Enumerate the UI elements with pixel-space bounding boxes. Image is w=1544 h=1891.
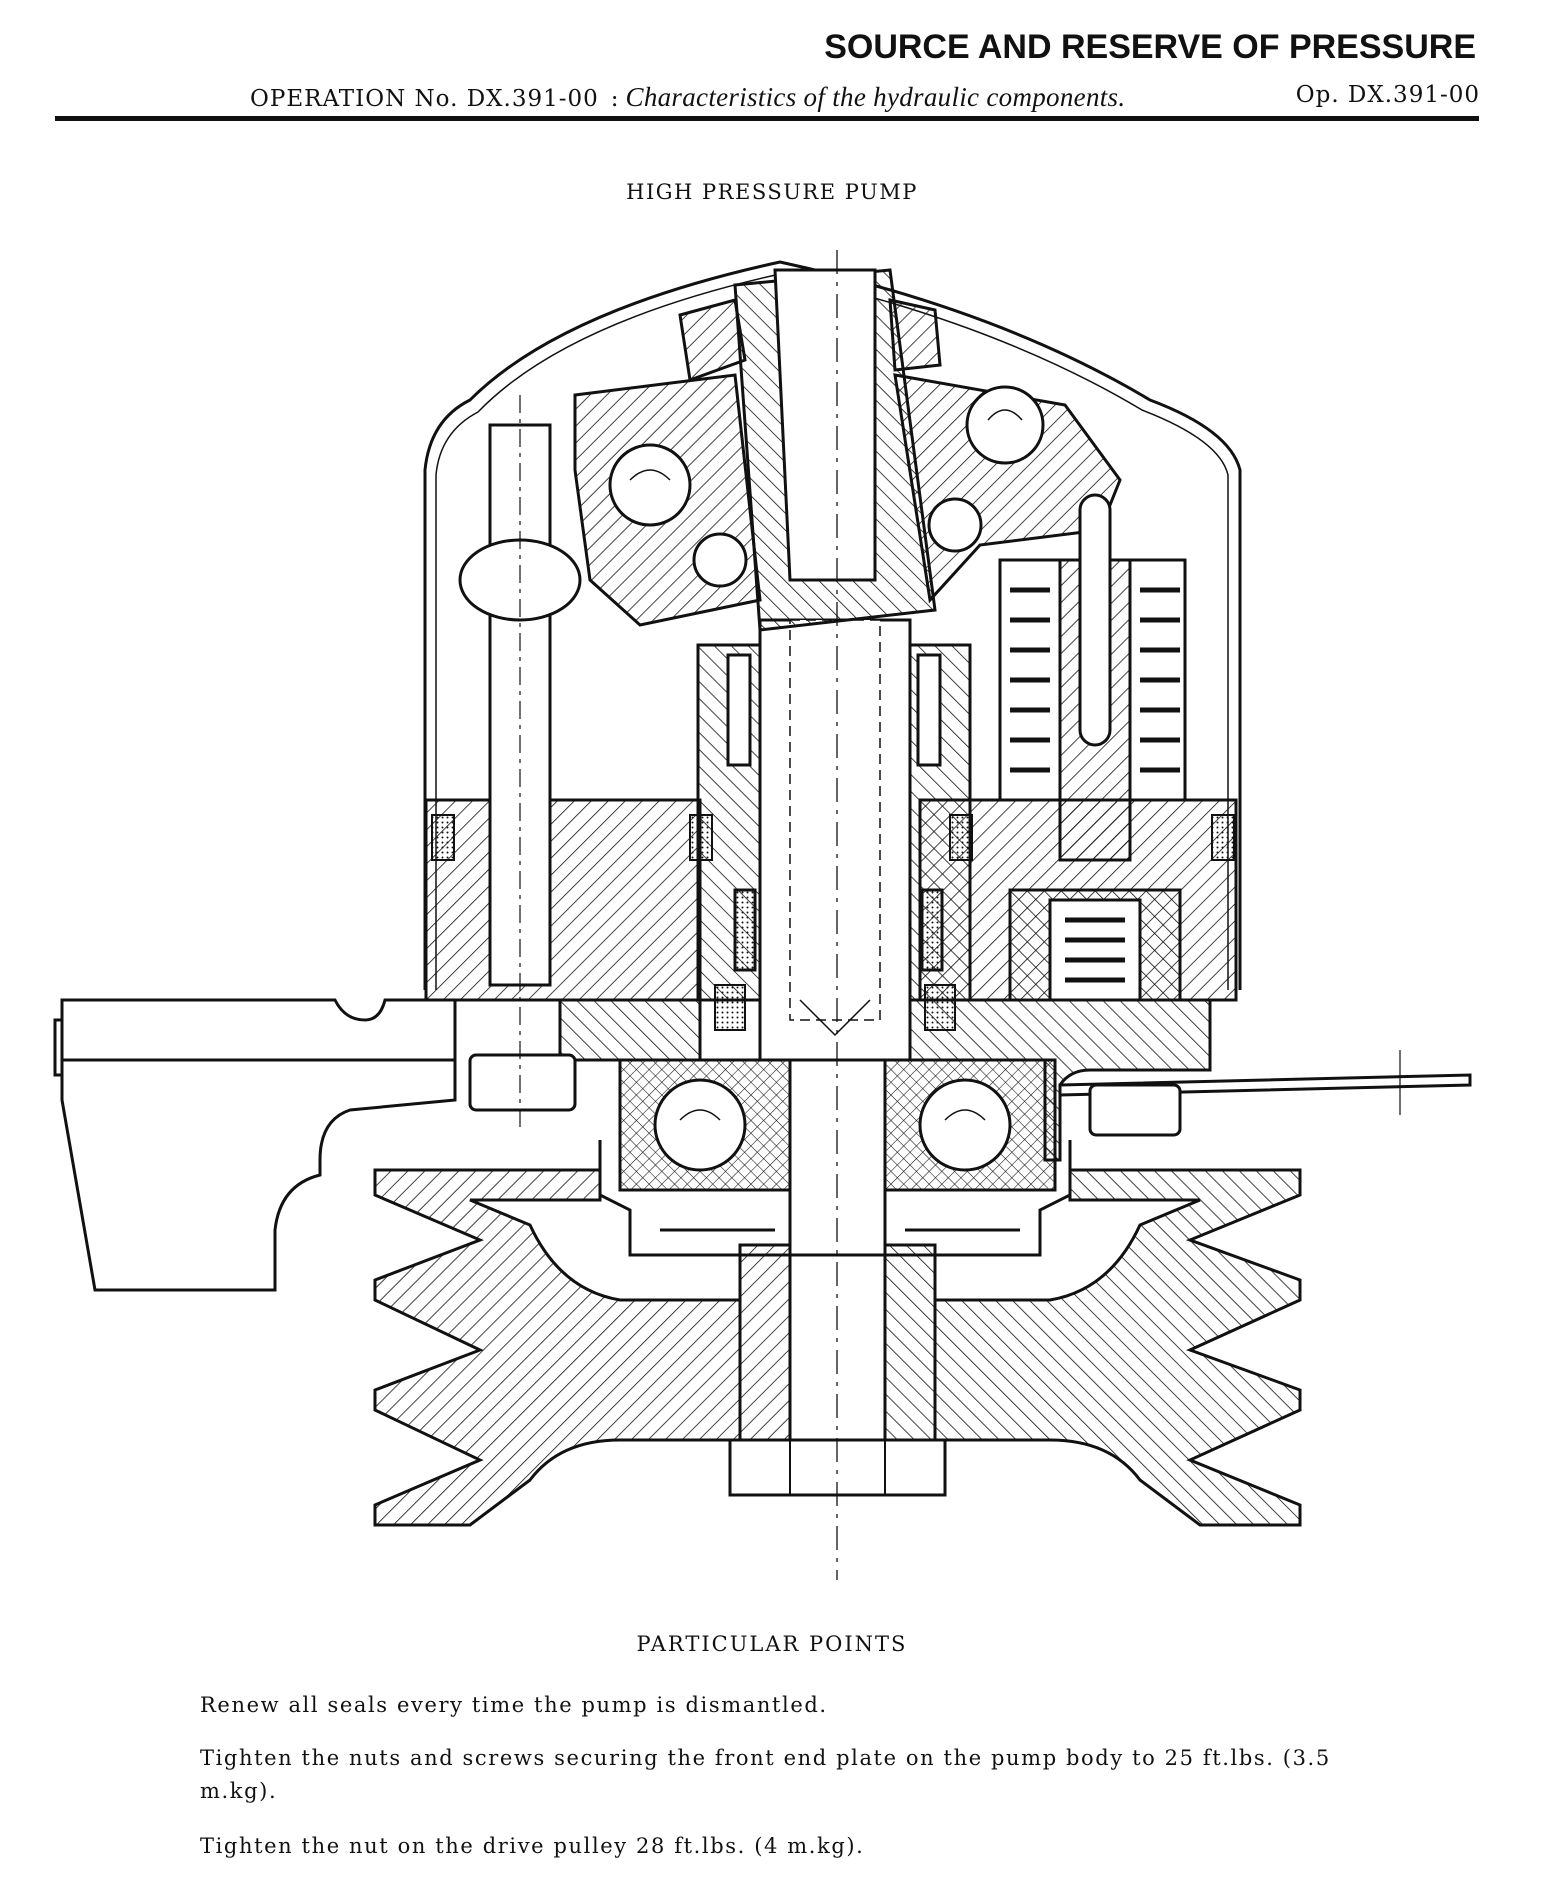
- header-rule: [55, 116, 1479, 121]
- operation-separator: :: [610, 86, 620, 112]
- section-title: SOURCE AND RESERVE OF PRESSURE: [824, 28, 1476, 66]
- pump-cross-section-drawing: [53, 250, 1472, 1580]
- instruction-item: Tighten the nut on the drive pulley 28 f…: [200, 1834, 865, 1858]
- drive-shaft: [758, 618, 912, 1442]
- operation-description: Characteristics of the hydraulic compone…: [625, 82, 1126, 112]
- relief-spring: [1010, 587, 1180, 983]
- front-bearing: [618, 1058, 1057, 1192]
- instruction-item: Tighten the nuts and screws securing the…: [200, 1746, 1331, 1803]
- pulley-nut: [728, 1438, 947, 1497]
- drive-pulley: [373, 1168, 1302, 1527]
- operation-reference: Op. DX.391-00: [1295, 82, 1480, 108]
- piston-balls: [608, 385, 1045, 588]
- relief-valve: [998, 493, 1187, 1002]
- operation-line: OPERATION No. DX.391-00:Characteristics …: [250, 82, 1480, 113]
- bearing-cap: [598, 1140, 1072, 1257]
- seals: [431, 814, 1235, 1031]
- left-tie-bolt: [458, 395, 582, 1130]
- figure-title: HIGH PRESSURE PUMP: [626, 180, 918, 204]
- particular-points-title: PARTICULAR POINTS: [636, 1632, 908, 1656]
- right-flange: [1058, 1050, 1472, 1137]
- dome-cover: [423, 260, 1242, 990]
- mounting-bracket: [53, 998, 457, 1292]
- instruction-item: Renew all seals every time the pump is d…: [200, 1693, 828, 1717]
- operation-number: OPERATION No. DX.391-00: [250, 86, 599, 112]
